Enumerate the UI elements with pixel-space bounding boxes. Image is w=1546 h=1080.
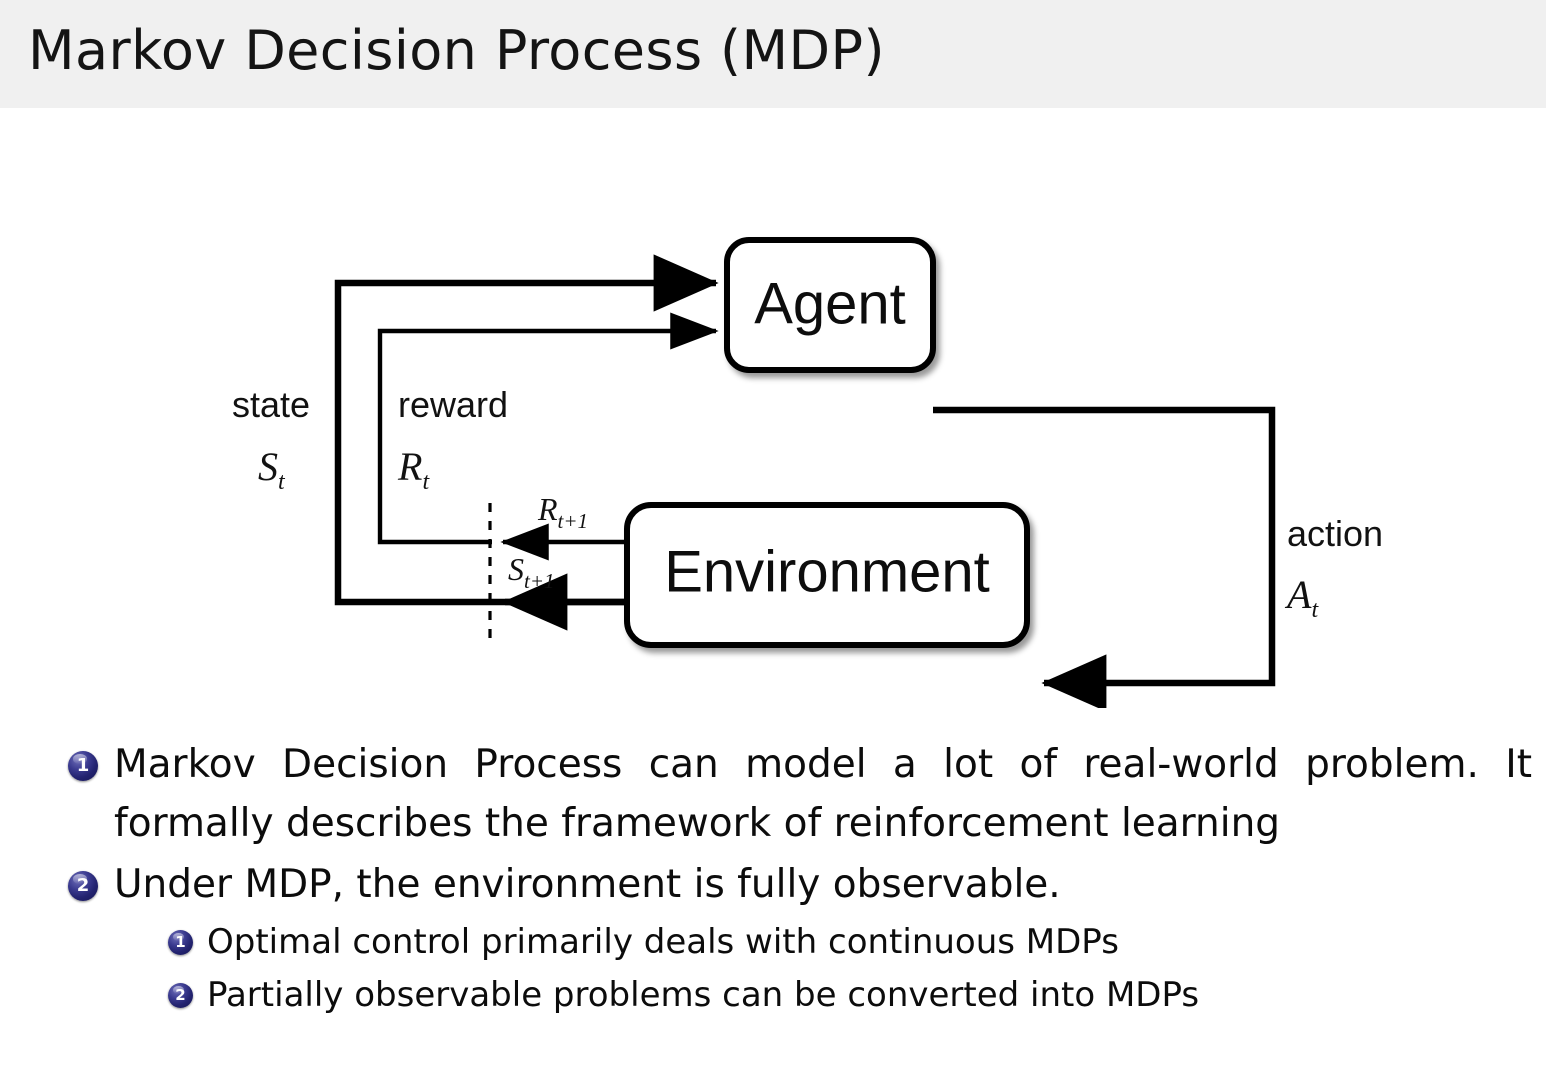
list-item-text: Markov Decision Process can model a lot … — [114, 742, 1532, 846]
bullet-number-badge: 2 — [168, 983, 193, 1008]
edge-state-next: St+1 — [502, 551, 627, 631]
list-item-text: Under MDP, the environment is fully obse… — [114, 862, 1061, 907]
page-title: Markov Decision Process (MDP) — [28, 19, 885, 82]
node-agent: Agent — [724, 237, 936, 373]
edge-state: state St — [232, 254, 719, 606]
list-item: 1 Markov Decision Process can model a lo… — [0, 735, 1546, 853]
list-item: 2 Under MDP, the environment is fully ob… — [0, 855, 1546, 914]
edge-reward-word: reward — [398, 384, 508, 425]
node-agent-label: Agent — [754, 271, 906, 336]
list-item-text: Optimal control primarily deals with con… — [207, 922, 1119, 962]
edge-reward-next-symbol: Rt+1 — [537, 491, 588, 533]
node-environment: Environment — [624, 502, 1030, 648]
edge-reward: reward Rt — [377, 312, 719, 545]
node-environment-label: Environment — [664, 539, 990, 604]
edge-action-symbol: At — [1284, 572, 1319, 623]
bullet-number-badge: 1 — [68, 751, 98, 781]
list-item: 2 Partially observable problems can be c… — [0, 969, 1546, 1022]
list-item-text: Partially observable problems can be con… — [207, 975, 1200, 1015]
bullet-number-badge: 1 — [168, 930, 193, 955]
edge-reward-next: Rt+1 — [500, 491, 627, 561]
edge-state-symbol: St — [258, 444, 286, 495]
list-item: 1 Optimal control primarily deals with c… — [0, 916, 1546, 969]
edge-state-next-symbol: St+1 — [508, 551, 555, 593]
edge-state-word: state — [232, 384, 310, 425]
edge-action: action At — [933, 406, 1383, 708]
bullet-list: 1 Markov Decision Process can model a lo… — [0, 735, 1546, 1022]
bullet-number-badge: 2 — [68, 871, 98, 901]
edge-action-word: action — [1287, 513, 1383, 554]
slide-header: Markov Decision Process (MDP) — [0, 0, 1546, 108]
edge-reward-symbol: Rt — [397, 444, 430, 495]
agent-environment-diagram: action At state St reward Rt Rt+1 — [0, 108, 1546, 708]
